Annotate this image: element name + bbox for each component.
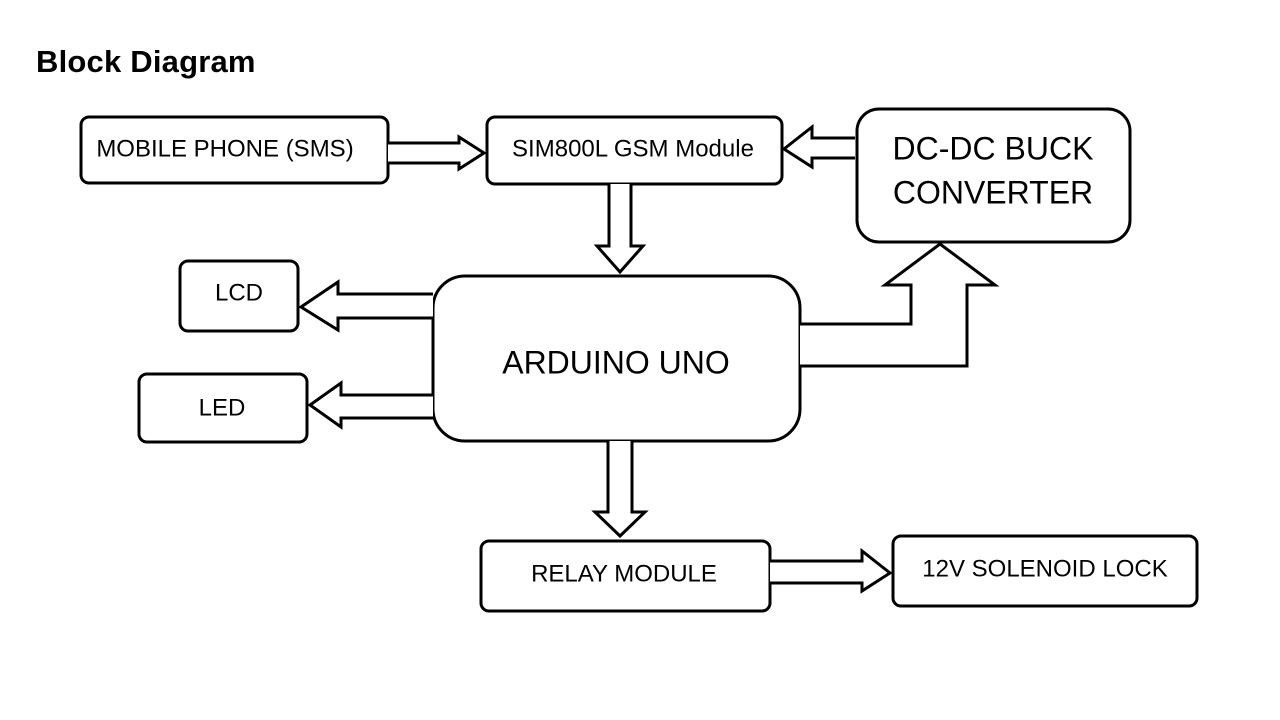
block-solenoid-lock: 12V SOLENOID LOCK <box>891 534 1199 608</box>
arrow-arduino-to-relay <box>591 441 649 539</box>
block-mobile-phone-label: MOBILE PHONE (SMS) <box>96 135 353 162</box>
block-lcd-label: LCD <box>215 279 263 306</box>
arrow-arduino-to-buck <box>800 242 1000 368</box>
block-gsm-module-label: SIM800L GSM Module <box>512 135 754 162</box>
block-arduino: ARDUINO UNO <box>431 274 802 443</box>
block-lcd: LCD <box>178 259 300 333</box>
block-buck-converter: DC-DC BUCK CONVERTER <box>855 107 1132 244</box>
arrow-buck-to-gsm <box>781 123 855 170</box>
arrow-gsm-to-arduino <box>593 184 647 275</box>
block-buck-converter-label-line2: CONVERTER <box>893 174 1093 210</box>
arrow-arduino-to-led <box>307 380 433 430</box>
arrow-relay-to-solenoid <box>770 547 893 594</box>
arrow-mobile-to-gsm <box>388 134 487 172</box>
block-gsm-module: SIM800L GSM Module <box>485 115 784 186</box>
block-relay-module: RELAY MODULE <box>479 539 772 613</box>
block-led-label: LED <box>199 394 246 421</box>
block-relay-module-label: RELAY MODULE <box>531 560 717 587</box>
block-arduino-label: ARDUINO UNO <box>502 344 730 380</box>
arrow-arduino-to-lcd <box>298 279 433 333</box>
block-mobile-phone: MOBILE PHONE (SMS) <box>79 115 390 185</box>
block-buck-converter-label-line1: DC-DC BUCK <box>893 130 1094 166</box>
block-solenoid-lock-label: 12V SOLENOID LOCK <box>922 555 1167 582</box>
page-title: Block Diagram <box>36 44 256 79</box>
block-led: LED <box>137 372 309 444</box>
